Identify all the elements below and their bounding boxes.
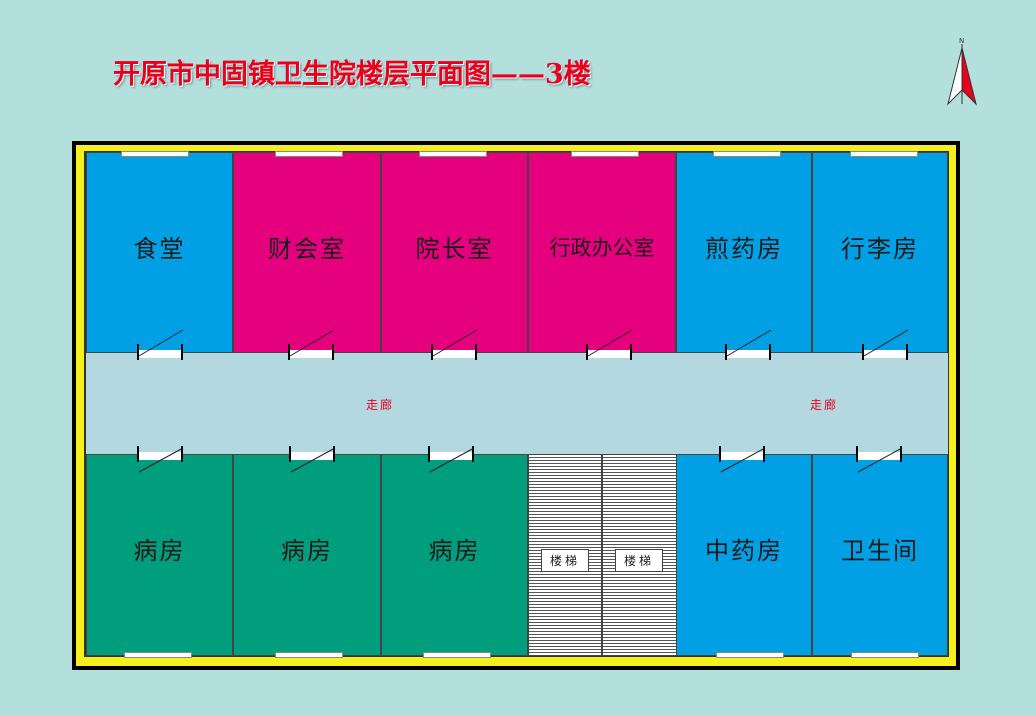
- room: 煎药房: [676, 152, 812, 353]
- window: [713, 151, 781, 157]
- room: 院长室: [381, 152, 528, 353]
- window: [275, 151, 343, 157]
- door[interactable]: [719, 446, 766, 473]
- door[interactable]: [586, 329, 633, 360]
- room-label: 院长室: [415, 235, 494, 263]
- door[interactable]: [725, 329, 772, 360]
- window: [851, 652, 919, 658]
- door-swing-line: [720, 447, 766, 473]
- compass-north-icon: [947, 44, 977, 106]
- door-swing-line: [290, 447, 336, 473]
- room: 卫生间: [812, 454, 948, 656]
- door[interactable]: [856, 446, 903, 473]
- door[interactable]: [137, 446, 184, 473]
- room: 病房: [233, 454, 381, 656]
- room-label: 病房: [281, 536, 333, 565]
- stair-label: 楼梯: [541, 549, 590, 572]
- window: [571, 151, 639, 157]
- corridor: [86, 353, 948, 454]
- door-swing-line: [863, 329, 909, 357]
- room-label: 财会室: [268, 235, 346, 263]
- window: [124, 652, 192, 658]
- room-label: 病房: [133, 536, 186, 565]
- corridor-label: 走廊: [366, 398, 395, 412]
- room-label: 中药房: [705, 536, 783, 565]
- door[interactable]: [862, 329, 909, 360]
- door[interactable]: [288, 329, 335, 360]
- room: 病房: [86, 454, 233, 656]
- room-label: 病房: [428, 536, 481, 565]
- window: [716, 652, 784, 658]
- room: 行政办公室: [528, 152, 676, 353]
- stair-label: 楼梯: [615, 549, 664, 572]
- corridor-label: 走廊: [810, 398, 839, 412]
- door[interactable]: [289, 446, 336, 473]
- window: [419, 151, 487, 157]
- plan-title: 开原市中固镇卫生院楼层平面图——3楼: [113, 59, 591, 90]
- door-swing-line: [289, 329, 335, 357]
- compass-label: N: [959, 37, 965, 45]
- room-label: 煎药房: [705, 235, 783, 263]
- door-swing-line: [587, 329, 633, 357]
- door[interactable]: [428, 446, 475, 473]
- room-label: 食堂: [133, 235, 186, 263]
- door[interactable]: [137, 329, 184, 360]
- room-label: 行政办公室: [549, 235, 655, 260]
- room: 行李房: [812, 152, 948, 353]
- door-swing-line: [857, 447, 903, 473]
- door-swing-line: [429, 447, 475, 473]
- door-swing-line: [726, 329, 772, 357]
- door[interactable]: [431, 329, 478, 360]
- door-swing-line: [138, 329, 184, 357]
- room: 财会室: [233, 152, 381, 353]
- room-label: 行李房: [841, 235, 919, 263]
- door-swing-line: [432, 329, 478, 357]
- window: [423, 652, 491, 658]
- window: [121, 151, 189, 157]
- window: [275, 652, 343, 658]
- window: [850, 151, 918, 157]
- room-label: 卫生间: [841, 536, 919, 565]
- room: 食堂: [86, 152, 233, 353]
- door-swing-line: [138, 447, 184, 473]
